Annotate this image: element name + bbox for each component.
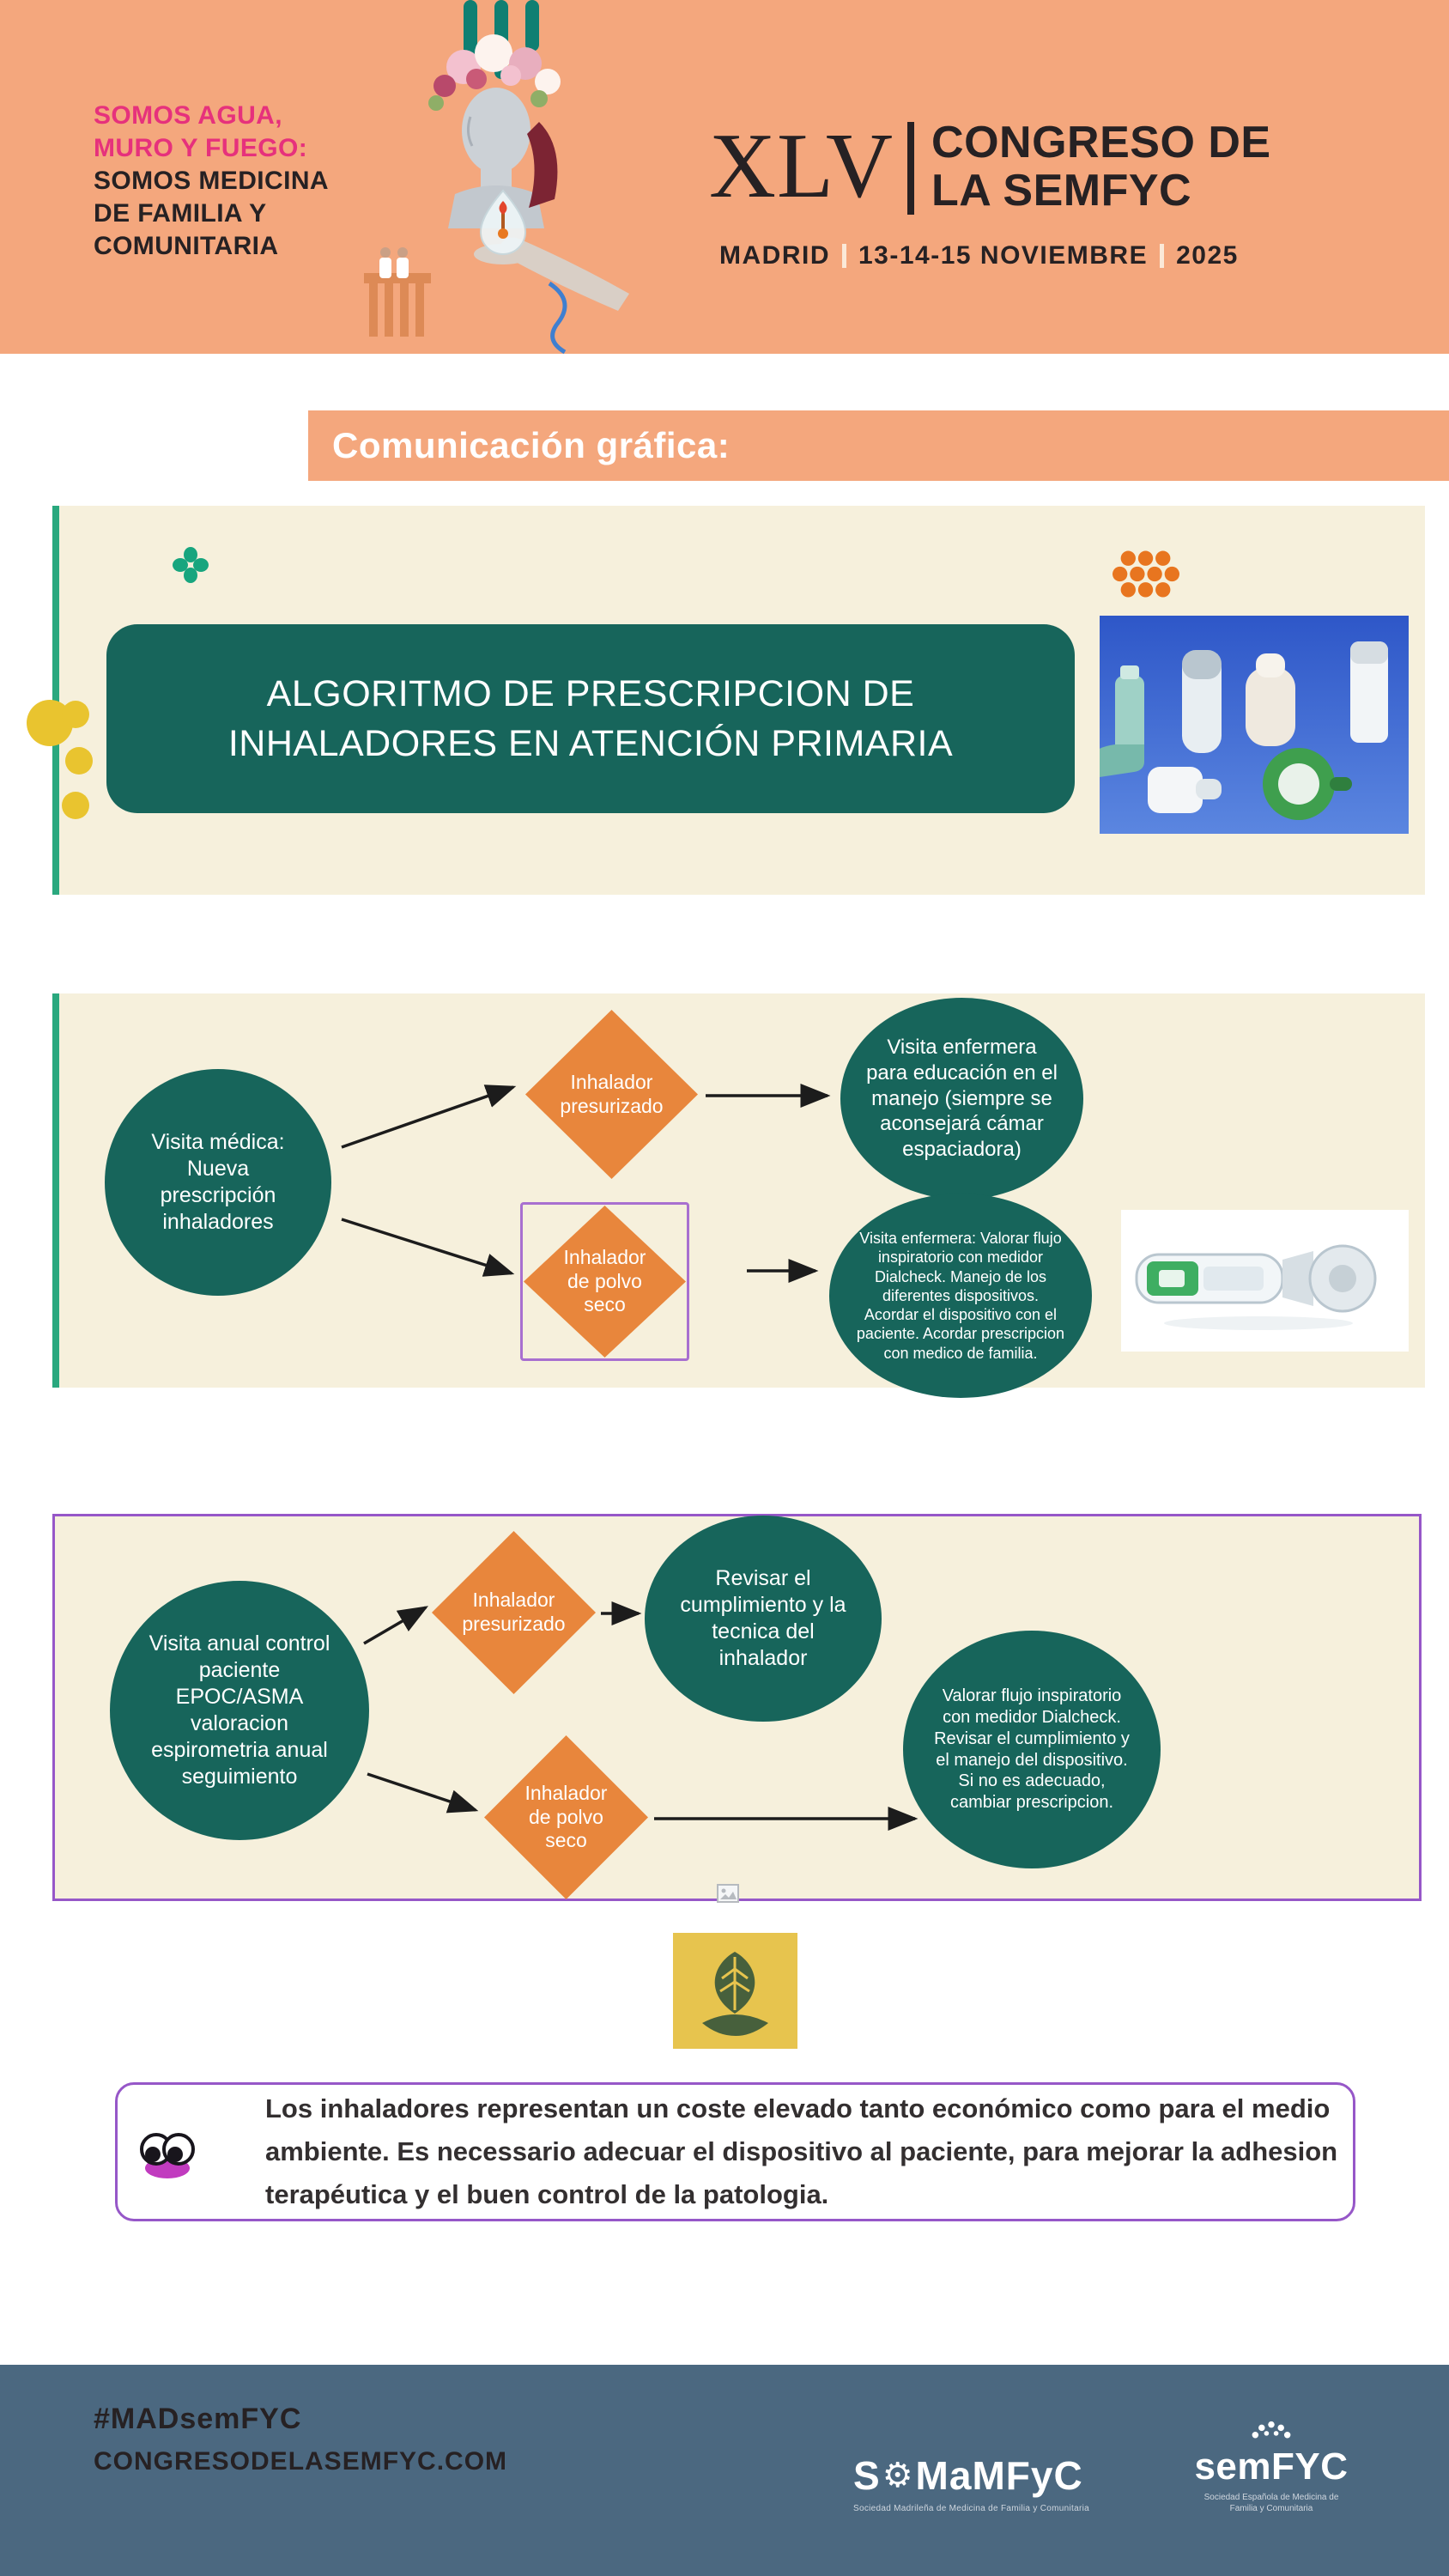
broken-image-icon [717,1884,739,1903]
flow2-start-label: Visita anual control paciente EPOC/ASMA … [149,1631,330,1789]
gear-icon: ⚙ [882,2456,914,2495]
flow1-dry-powder-label: Inhalador de polvo seco [563,1246,646,1316]
somamfyc-name-prefix: S [853,2453,881,2498]
congress-logo: XLV CONGRESO DE LA SEMFYC [709,118,1271,215]
clover-icon [173,547,209,583]
congress-city: MADRID [719,241,830,270]
congress-year: 2025 [1176,241,1239,270]
poster-title: ALGORITMO DE PRESCRIPCION DE INHALADORES… [227,673,954,764]
congress-header: SOMOS AGUA, MURO Y FUEGO: SOMOS MEDICINA… [0,0,1449,354]
flow2-review-technique-label: Revisar el cumplimiento y la tecnica del… [680,1566,846,1670]
flow1-nurse-education-node: Visita enfermera para educación en el ma… [840,998,1083,1200]
googly-eyes-icon [140,2133,195,2178]
semfyc-subtitle: Sociedad Española de Medicina de Familia… [1203,2493,1339,2513]
flow2-flow-check-label: Valorar flujo inspiratorio con medidor D… [934,1686,1130,1813]
congress-name-line: LA SEMFYC [931,166,1192,216]
semfyc-name: semFYC [1194,2445,1349,2488]
poster-title-box: ALGORITMO DE PRESCRIPCION DE INHALADORES… [106,624,1075,813]
flow1-start-label: Visita médica: Nueva prescripción inhala… [151,1130,285,1234]
semfyc-logo: semFYC Sociedad Española de Medicina de … [1190,2420,1353,2514]
green-edge-line [52,993,59,1388]
flow2-start-node: Visita anual control paciente EPOC/ASMA … [110,1581,369,1840]
flow1-nurse-flow-check-node: Visita enfermera: Valorar flujo inspirat… [829,1194,1092,1398]
flow2-pressurized-label: Inhalador presurizado [462,1589,566,1635]
flow1-nurse-education-label: Visita enfermera para educación en el ma… [866,1036,1058,1162]
statue-collage-graphic [364,0,629,354]
green-edge-line [52,506,59,895]
flow1-start-node: Visita médica: Nueva prescripción inhala… [105,1069,331,1296]
footer-website: CONGRESODELASEMFYC.COM [94,2447,508,2476]
people-cluster-icon [1252,2421,1291,2439]
congress-name-line: CONGRESO DE [931,118,1271,167]
location-divider [1160,244,1165,268]
orange-dots-icon [1113,550,1179,598]
flow2-flow-check-node: Valorar flujo inspiratorio con medidor D… [903,1631,1161,1868]
yellow-dots-decoration [27,700,93,819]
tagline-line: COMUNITARIA [94,232,279,260]
flow1-pressurized-label: Inhalador presurizado [560,1070,664,1117]
flow2-dry-powder-label: Inhalador de polvo seco [524,1782,608,1852]
footer-hashtag: #MADsemFYC [94,2403,302,2435]
tagline-line: SOMOS AGUA, [94,101,282,130]
congress-location-date: MADRID 13-14-15 NOVIEMBRE 2025 [719,241,1239,270]
dialcheck-device-photo [1121,1210,1409,1352]
logo-divider [907,122,915,215]
congress-numeral: XLV [709,115,894,217]
somamfyc-logo: S ⚙ MaMFyC Sociedad Madrileña de Medicin… [853,2452,1089,2513]
environment-note-text: Los inhaladores representan un coste ele… [265,2093,1338,2209]
somamfyc-name-suffix: MaMFyC [915,2453,1083,2498]
location-divider [842,244,846,268]
highlight-frame [520,1202,689,1361]
environment-note: Los inhaladores representan un coste ele… [115,2082,1355,2221]
footer-bar [0,2365,1449,2576]
section-banner-label: Comunicación gráfica: [332,425,731,465]
somamfyc-subtitle: Sociedad Madrileña de Medicina de Famili… [853,2504,1089,2513]
congress-dates: 13-14-15 NOVIEMBRE [858,241,1149,270]
section-banner: Comunicación gráfica: [308,410,1449,481]
flow2-review-technique-node: Revisar el cumplimiento y la tecnica del… [645,1516,882,1722]
tagline-line: MURO Y FUEGO: [94,134,308,162]
tagline-line: SOMOS MEDICINA [94,167,329,195]
flow1-nurse-flow-check-label: Visita enfermera: Valorar flujo inspirat… [856,1229,1065,1362]
congress-tagline: SOMOS AGUA, MURO Y FUEGO: SOMOS MEDICINA… [94,100,329,263]
eco-leaf-icon [673,1933,797,2049]
tagline-line: DE FAMILIA Y [94,199,267,228]
inhalers-photo [1100,616,1409,834]
